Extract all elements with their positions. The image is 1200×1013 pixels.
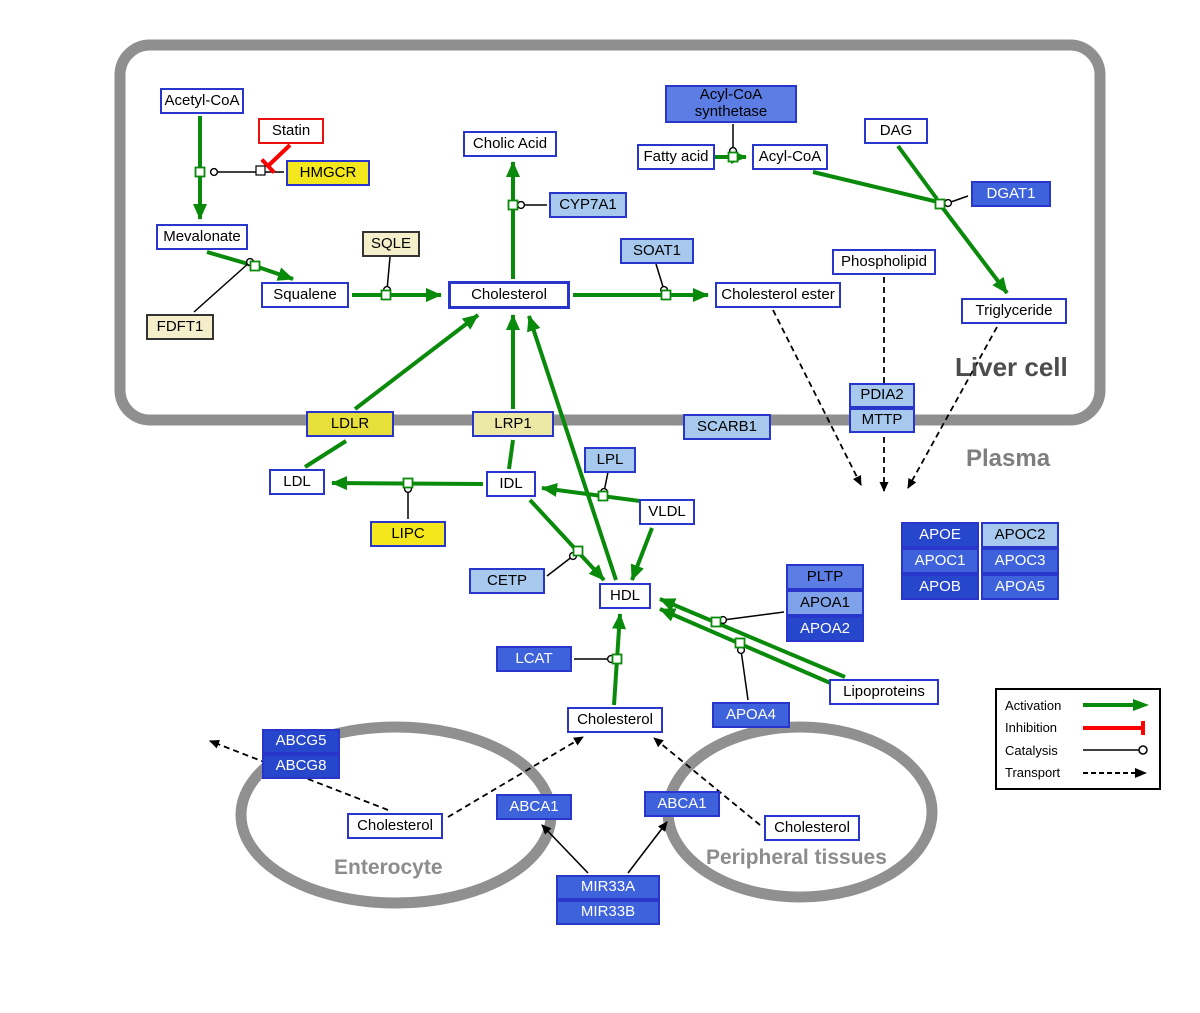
node-cholesterol-ester[interactable]: Cholesterol ester [715, 282, 841, 308]
node-dag[interactable]: DAG [864, 118, 928, 144]
node-apoa5[interactable]: APOA5 [981, 574, 1059, 600]
node-squalene[interactable]: Squalene [261, 282, 349, 308]
legend-inhibition-label: Inhibition [1005, 720, 1058, 736]
catalysis-edges [193, 124, 969, 701]
node-mevalonate[interactable]: Mevalonate [156, 224, 248, 250]
node-ldl[interactable]: LDL [269, 469, 325, 495]
activation-arrow-icon [1083, 699, 1149, 712]
node-lcat[interactable]: LCAT [496, 646, 572, 672]
node-acyl-coa-synthetase[interactable]: Acyl-CoA synthetase [665, 85, 797, 123]
node-cholesterol-plasma[interactable]: Cholesterol [567, 707, 663, 733]
inhibition-tbar-icon [1083, 720, 1145, 735]
node-apoa2[interactable]: APOA2 [786, 616, 864, 642]
node-dgat1[interactable]: DGAT1 [971, 181, 1051, 207]
regulation-edges [541, 821, 668, 874]
inhibition-edge [260, 143, 292, 174]
liver-cell-membrane [114, 39, 1106, 426]
node-lrp1[interactable]: LRP1 [472, 411, 554, 437]
node-acyl-coa[interactable]: Acyl-CoA [752, 144, 828, 170]
node-cholesterol-liver[interactable]: Cholesterol [448, 281, 570, 309]
legend-catalysis: Catalysis [1005, 740, 1151, 760]
node-abca1-enterocyte[interactable]: ABCA1 [496, 794, 572, 820]
node-statin[interactable]: Statin [258, 118, 324, 144]
plasma-label: Plasma [966, 445, 1051, 472]
node-fatty-acid[interactable]: Fatty acid [637, 144, 715, 170]
node-cholesterol-enterocyte[interactable]: Cholesterol [347, 813, 443, 839]
reaction-squares [194, 151, 946, 665]
legend-inhibition: Inhibition [1005, 718, 1151, 738]
legend-activation: Activation [1005, 695, 1151, 715]
node-cetp[interactable]: CETP [469, 568, 545, 594]
node-mir33a[interactable]: MIR33A [556, 875, 660, 900]
node-fdft1[interactable]: FDFT1 [146, 314, 214, 340]
node-idl[interactable]: IDL [486, 471, 536, 497]
node-pltp[interactable]: PLTP [786, 564, 864, 590]
node-cholic-acid[interactable]: Cholic Acid [463, 131, 557, 157]
node-apoc1[interactable]: APOC1 [901, 548, 979, 574]
node-apoa4[interactable]: APOA4 [712, 702, 790, 728]
node-apob[interactable]: APOB [901, 574, 979, 600]
legend: Activation Inhibition Catalysis Transpor… [995, 688, 1161, 790]
node-scarb1[interactable]: SCARB1 [683, 414, 771, 440]
node-abcg5[interactable]: ABCG5 [262, 729, 340, 754]
node-pdia2[interactable]: PDIA2 [849, 383, 915, 408]
legend-catalysis-label: Catalysis [1005, 742, 1058, 758]
node-triglyceride[interactable]: Triglyceride [961, 298, 1067, 324]
node-lipc[interactable]: LIPC [370, 521, 446, 547]
node-sqle[interactable]: SQLE [362, 231, 420, 257]
node-apoe[interactable]: APOE [901, 522, 979, 548]
enterocyte-label: Enterocyte [334, 856, 443, 879]
node-mttp[interactable]: MTTP [849, 408, 915, 433]
transport-arrow-icon [1083, 767, 1147, 778]
catalysis-anchor-square [255, 165, 266, 176]
node-soat1[interactable]: SOAT1 [620, 238, 694, 264]
node-cholesterol-peripheral[interactable]: Cholesterol [764, 815, 860, 841]
node-lpl[interactable]: LPL [584, 447, 636, 473]
activation-edges [193, 116, 1009, 706]
node-abca1-peripheral[interactable]: ABCA1 [644, 791, 720, 817]
node-vldl[interactable]: VLDL [639, 499, 695, 525]
node-lipoproteins[interactable]: Lipoproteins [829, 679, 939, 705]
node-hmgcr[interactable]: HMGCR [286, 160, 370, 186]
liver-cell-label: Liver cell [955, 352, 1068, 382]
node-ldlr[interactable]: LDLR [306, 411, 394, 437]
legend-activation-label: Activation [1005, 697, 1062, 713]
node-apoa1[interactable]: APOA1 [786, 590, 864, 616]
node-abcg8[interactable]: ABCG8 [262, 754, 340, 779]
node-mir33b[interactable]: MIR33B [556, 900, 660, 925]
node-apoc2[interactable]: APOC2 [981, 522, 1059, 548]
legend-transport: Transport [1005, 763, 1151, 783]
catalysis-circle-icon [1083, 745, 1148, 755]
node-acetyl-coa[interactable]: Acetyl-CoA [160, 88, 244, 114]
node-phospholipid[interactable]: Phospholipid [832, 249, 936, 275]
node-cyp7a1[interactable]: CYP7A1 [549, 192, 627, 218]
node-apoc3[interactable]: APOC3 [981, 548, 1059, 574]
peripheral-tissues-label: Peripheral tissues [706, 846, 887, 869]
legend-transport-label: Transport [1005, 765, 1061, 781]
node-hdl[interactable]: HDL [599, 583, 651, 609]
